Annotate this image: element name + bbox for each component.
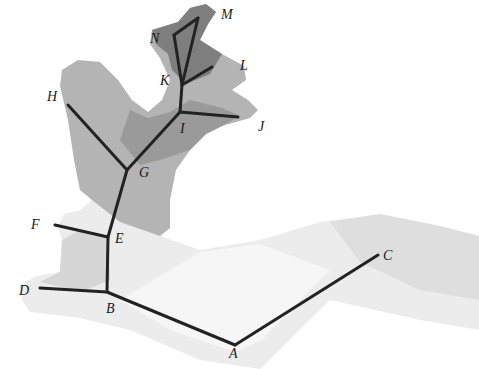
point-label: E (115, 232, 124, 246)
point-label: G (139, 166, 149, 180)
point-label: I (180, 122, 185, 136)
light-region (20, 200, 479, 369)
mid-region (330, 214, 479, 300)
lightest-region (120, 244, 330, 352)
point-label: M (221, 8, 233, 22)
point-label: K (160, 74, 169, 88)
point-label: F (31, 218, 40, 232)
mid-region (40, 230, 110, 292)
skeleton-lines (40, 18, 378, 345)
point-label: H (47, 90, 57, 104)
dark-region (60, 4, 258, 236)
point-label: D (19, 284, 29, 298)
point-label: L (240, 59, 248, 73)
point-label: N (150, 32, 159, 46)
point-label: J (258, 120, 264, 134)
point-label: B (106, 302, 115, 316)
point-label: A (229, 347, 238, 361)
point-label: C (383, 249, 392, 263)
darkest-region (152, 4, 222, 84)
